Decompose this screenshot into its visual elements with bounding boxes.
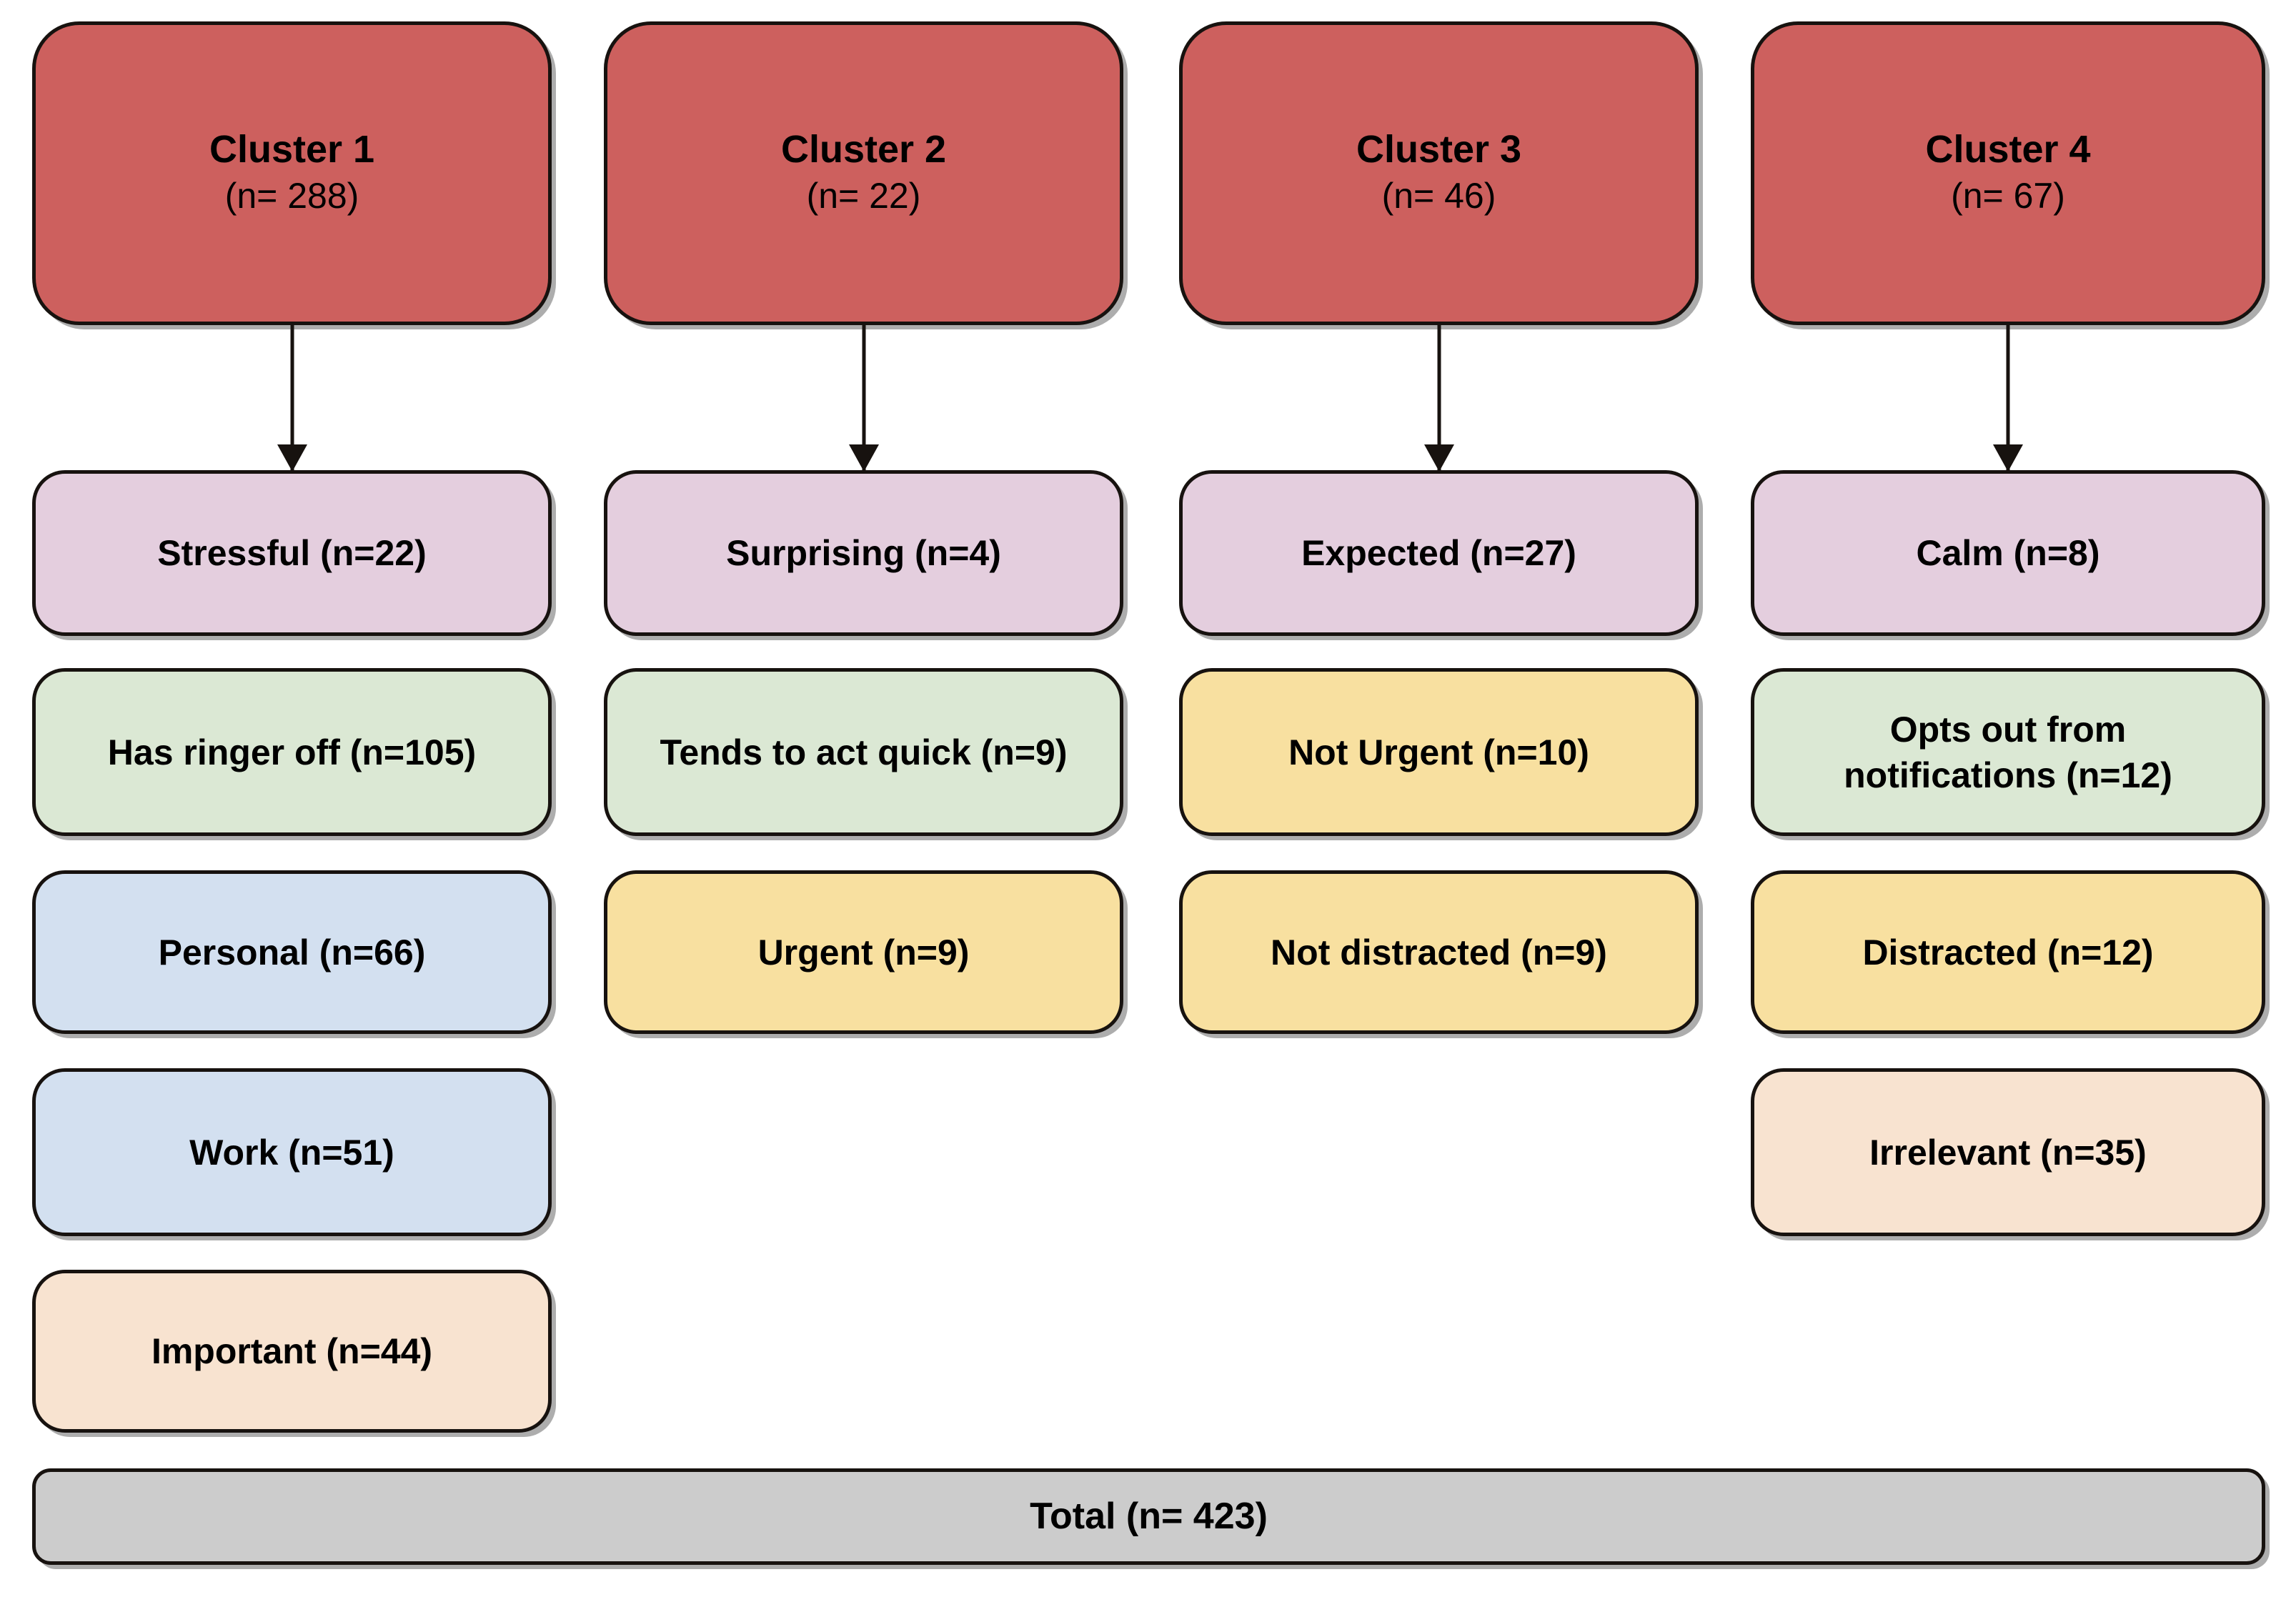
attribute-label: Important (n=44) <box>151 1331 433 1371</box>
cluster-sample-size: (n= 46) <box>1381 175 1496 216</box>
cluster-header-1[interactable]: Cluster 1(n= 288) <box>32 21 552 325</box>
attribute-node[interactable]: Irrelevant (n=35) <box>1751 1068 2265 1236</box>
attribute-node[interactable]: Work (n=51) <box>32 1068 552 1236</box>
cluster-header-3[interactable]: Cluster 3(n= 46) <box>1179 21 1699 325</box>
cluster-sample-size: (n= 67) <box>1951 175 2065 216</box>
attribute-label: Surprising (n=4) <box>726 533 1001 573</box>
attribute-node[interactable]: Not Urgent (n=10) <box>1179 668 1699 836</box>
cluster-title: Cluster 4 <box>1925 128 2091 171</box>
cluster-title: Cluster 1 <box>209 128 375 171</box>
arrow-shaft <box>862 325 865 470</box>
attribute-label: Calm (n=8) <box>1916 533 2100 573</box>
attribute-label: Not Urgent (n=10) <box>1288 732 1589 772</box>
arrow-head-icon <box>277 444 307 472</box>
total-bar[interactable]: Total (n= 423) <box>32 1468 2265 1565</box>
total-label: Total (n= 423) <box>1030 1496 1268 1538</box>
arrow-shaft <box>290 325 294 470</box>
arrow-head-icon <box>848 444 879 472</box>
attribute-label: Opts out from notifications (n=12) <box>1844 709 2172 795</box>
attribute-label: Urgent (n=9) <box>757 932 970 972</box>
attribute-label: Distracted (n=12) <box>1862 932 2154 972</box>
attribute-node[interactable]: Surprising (n=4) <box>604 470 1123 636</box>
arrow-head-icon <box>1423 444 1454 472</box>
attribute-label: Not distracted (n=9) <box>1271 932 1607 972</box>
attribute-label: Tends to act quick (n=9) <box>660 732 1068 772</box>
attribute-node[interactable]: Personal (n=66) <box>32 870 552 1034</box>
cluster-header-4[interactable]: Cluster 4(n= 67) <box>1751 21 2265 325</box>
arrow-head-icon <box>1993 444 2023 472</box>
attribute-node[interactable]: Calm (n=8) <box>1751 470 2265 636</box>
attribute-node[interactable]: Tends to act quick (n=9) <box>604 668 1123 836</box>
attribute-node[interactable]: Opts out from notifications (n=12) <box>1751 668 2265 836</box>
arrow-shaft <box>1437 325 1441 470</box>
cluster-title: Cluster 2 <box>780 128 947 171</box>
attribute-node[interactable]: Stressful (n=22) <box>32 470 552 636</box>
attribute-node[interactable]: Important (n=44) <box>32 1270 552 1433</box>
attribute-node[interactable]: Expected (n=27) <box>1179 470 1699 636</box>
attribute-node[interactable]: Not distracted (n=9) <box>1179 870 1699 1034</box>
attribute-label: Irrelevant (n=35) <box>1869 1132 2147 1173</box>
attribute-node[interactable]: Has ringer off (n=105) <box>32 668 552 836</box>
cluster-title: Cluster 3 <box>1356 128 1522 171</box>
cluster-sample-size: (n= 22) <box>806 175 921 216</box>
attribute-label: Stressful (n=22) <box>157 533 427 573</box>
attribute-label: Personal (n=66) <box>158 932 426 972</box>
cluster-sample-size: (n= 288) <box>224 175 359 216</box>
attribute-label: Work (n=51) <box>189 1132 394 1173</box>
attribute-node[interactable]: Urgent (n=9) <box>604 870 1123 1034</box>
cluster-header-2[interactable]: Cluster 2(n= 22) <box>604 21 1123 325</box>
attribute-label: Expected (n=27) <box>1301 533 1576 573</box>
attribute-node[interactable]: Distracted (n=12) <box>1751 870 2265 1034</box>
arrow-shaft <box>2006 325 2010 470</box>
attribute-label: Has ringer off (n=105) <box>107 732 477 772</box>
